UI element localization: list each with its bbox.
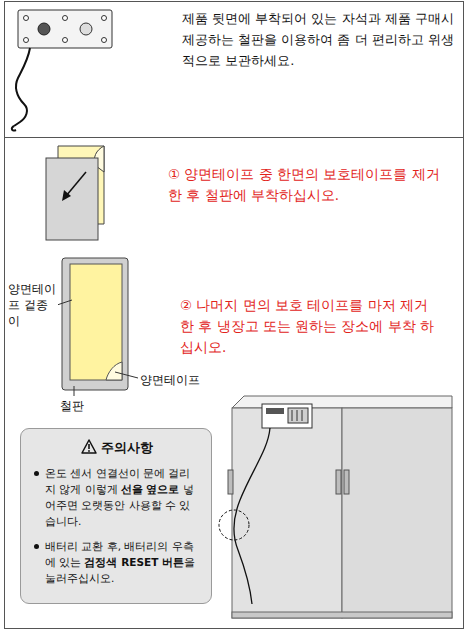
part-label: 양면테이프 겉종이 — [8, 281, 58, 329]
highlight-circle — [219, 510, 249, 540]
leader-line — [115, 372, 138, 378]
bullet-dot — [34, 471, 39, 476]
leader-line — [74, 386, 75, 396]
part-label: 양면테이프 — [140, 372, 220, 388]
step1-figure — [46, 146, 104, 240]
page-frame — [5, 2, 464, 629]
device-back — [12, 10, 112, 131]
warning-icon — [81, 439, 97, 454]
caution-title: 주의사항 — [33, 439, 201, 457]
step-instruction: ① 양면테이프 중 한면의 보호테이프를 제거한 후 철판에 부착하십시오. — [168, 164, 448, 206]
intro-text: 제품 뒷면에 부착되어 있는 자석과 제품 구매시 제공하는 철판을 이용하여 … — [182, 8, 462, 71]
part-label: 철판 — [60, 398, 100, 414]
caution-heading: 주의사항 — [101, 440, 153, 455]
emphasis-text: 선을 옆으로 — [121, 483, 180, 495]
step2-figure — [48, 258, 138, 396]
step-instruction: ② 나머지 면의 보호 테이프를 마저 제거 한 후 냉장고 또는 원하는 장소… — [180, 295, 442, 358]
emphasis-text: 검정색 RESET 버튼 — [84, 556, 183, 568]
caution-bullet: 배터리 교환 후, 배터리의 우측에 있는검정색 RESET 버튼을 눌러주십시… — [33, 538, 201, 586]
bullet-dot — [34, 544, 39, 549]
caution-bullet: 온도 센서 연결선이 문에 걸리지 않게 이렇게선을 옆으로넣어주면 오랫동안 … — [33, 465, 201, 529]
refrigerator — [219, 396, 452, 618]
separator-line — [4, 137, 464, 138]
caution-box: 주의사항온도 센서 연결선이 문에 걸리지 않게 이렇게선을 옆으로넣어주면 오… — [20, 428, 212, 604]
